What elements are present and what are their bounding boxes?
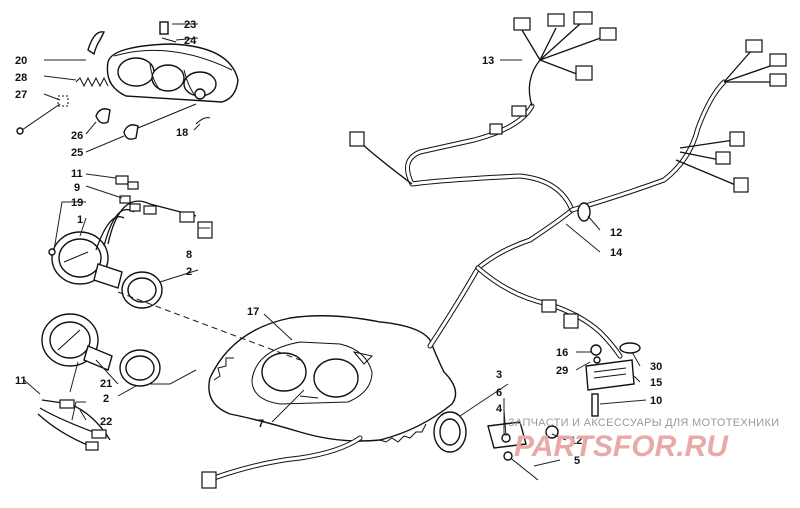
callout-4: 4 <box>496 403 503 415</box>
callout-12-upper: 12 <box>610 227 622 239</box>
callout-10: 10 <box>650 395 662 407</box>
main-wiring-harness <box>349 11 787 359</box>
callout-27: 27 <box>15 89 27 101</box>
callout-30: 30 <box>650 361 662 373</box>
callout-14: 14 <box>610 247 623 259</box>
callout-18: 18 <box>176 127 188 139</box>
callout-28: 28 <box>15 72 27 84</box>
callout-13: 13 <box>482 55 494 67</box>
callout-6: 6 <box>496 387 502 399</box>
callout-29: 29 <box>556 365 568 377</box>
headlight-assembly <box>16 21 239 140</box>
watermark-brand: PARTSFOR.RU <box>514 430 729 463</box>
callout-20: 20 <box>15 55 27 67</box>
leader-lines <box>23 23 647 467</box>
callout-16: 16 <box>556 347 568 359</box>
callout-7: 7 <box>258 418 264 430</box>
watermark: ЗАПЧАСТИ И АКСЕССУАРЫ ДЛЯ МОТОТЕХНИКИ PA… <box>508 417 779 463</box>
callout-17: 17 <box>247 306 259 318</box>
callout-22: 22 <box>100 416 112 428</box>
callout-2-upper: 2 <box>186 266 192 278</box>
callout-24: 24 <box>184 35 197 47</box>
callout-11-top: 11 <box>71 168 83 180</box>
watermark-tagline: ЗАПЧАСТИ И АКСЕССУАРЫ ДЛЯ МОТОТЕХНИКИ <box>508 417 779 429</box>
callout-25: 25 <box>71 147 83 159</box>
callout-23: 23 <box>184 19 196 31</box>
callout-12-lower: 12 <box>570 435 582 447</box>
callout-9: 9 <box>74 182 80 194</box>
console-housing <box>208 315 457 443</box>
callout-labels: 23 24 20 28 27 26 25 18 11 9 19 1 8 2 17… <box>15 19 662 467</box>
callout-19: 19 <box>71 197 83 209</box>
callout-11-bottom: 11 <box>15 375 27 387</box>
regulator-parts <box>433 342 641 481</box>
callout-2-lower: 2 <box>103 393 109 405</box>
callout-15: 15 <box>650 377 662 389</box>
callout-1: 1 <box>77 214 83 226</box>
callout-5: 5 <box>574 455 580 467</box>
callout-21: 21 <box>100 378 112 390</box>
callout-8: 8 <box>186 249 192 261</box>
gauge-lower <box>37 313 161 451</box>
callout-26: 26 <box>71 130 83 142</box>
gauge-upper <box>48 175 213 309</box>
callout-3: 3 <box>496 369 502 381</box>
